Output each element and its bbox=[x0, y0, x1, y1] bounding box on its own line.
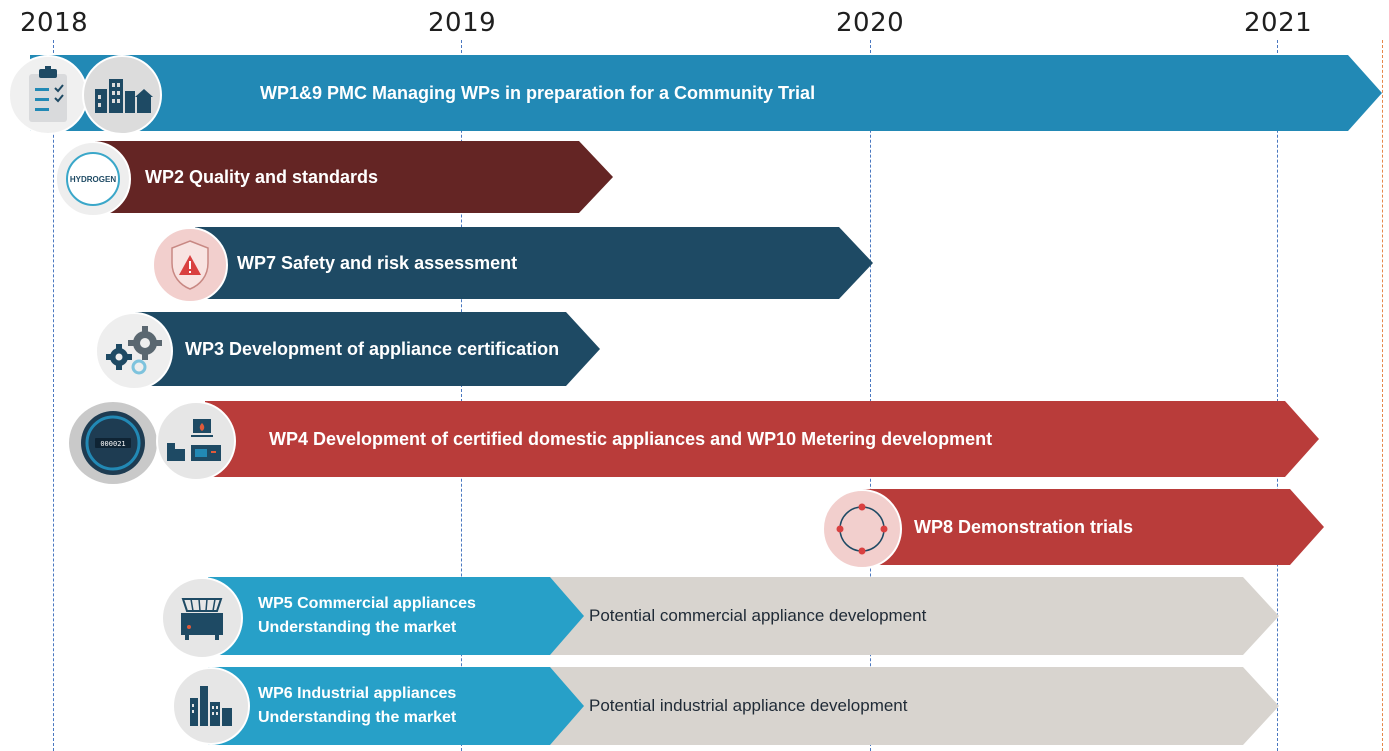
bar-wp5: WP5 Commercial appliances Understanding … bbox=[208, 577, 584, 655]
hydrogen-logo-text: HYDROGEN bbox=[70, 175, 116, 184]
gridline-2018 bbox=[53, 40, 54, 751]
bar-wp5-line2: Understanding the market bbox=[258, 619, 457, 636]
bar-wp3: WP3 Development of appliance certificati… bbox=[135, 312, 600, 386]
bar-wp4-wp10: WP4 Development of certified domestic ap… bbox=[205, 401, 1319, 477]
bar-wp6-potential: Potential industrial appliance developme… bbox=[545, 667, 1279, 745]
bar-wp5-potential: Potential commercial appliance developme… bbox=[545, 577, 1279, 655]
year-2020: 2020 bbox=[836, 8, 905, 38]
bar-wp5-line1: WP5 Commercial appliances bbox=[258, 595, 476, 612]
commercial-appliance-icon bbox=[161, 577, 243, 659]
gridline-end bbox=[1382, 40, 1383, 751]
clipboard-icon bbox=[8, 55, 88, 135]
factory-icon bbox=[172, 667, 250, 745]
demonstration-cycle-icon bbox=[822, 489, 902, 569]
bar-wp2: WP2 Quality and standards bbox=[95, 141, 613, 213]
bar-wp1-9-label: WP1&9 PMC Managing WPs in preparation fo… bbox=[260, 82, 816, 103]
meter-icon: 000021 bbox=[67, 400, 159, 486]
appliances-icon bbox=[156, 401, 236, 481]
bar-wp8: WP8 Demonstration trials bbox=[862, 489, 1324, 565]
year-2019: 2019 bbox=[428, 8, 497, 38]
meter-readout: 000021 bbox=[100, 440, 125, 448]
gridline-2020 bbox=[870, 40, 871, 751]
bar-wp3-label: WP3 Development of appliance certificati… bbox=[185, 338, 560, 359]
bar-wp6: WP6 Industrial appliances Understanding … bbox=[208, 667, 584, 745]
year-2018: 2018 bbox=[20, 8, 89, 38]
bar-wp7: WP7 Safety and risk assessment bbox=[195, 227, 873, 299]
bar-wp6-line2: Understanding the market bbox=[258, 709, 457, 726]
gridline-2021 bbox=[1277, 40, 1278, 751]
bar-wp6-line1: WP6 Industrial appliances bbox=[258, 685, 457, 702]
bar-wp2-label: WP2 Quality and standards bbox=[145, 166, 379, 187]
bar-wp1-9: WP1&9 PMC Managing WPs in preparation fo… bbox=[30, 55, 1382, 131]
bar-wp7-label: WP7 Safety and risk assessment bbox=[237, 252, 518, 273]
gridline-2019 bbox=[461, 40, 462, 751]
bar-wp5-potential-label: Potential commercial appliance developme… bbox=[589, 606, 927, 625]
shield-warning-icon bbox=[152, 227, 228, 303]
year-2021: 2021 bbox=[1244, 8, 1313, 38]
bar-wp8-label: WP8 Demonstration trials bbox=[914, 516, 1134, 537]
bar-wp4-wp10-label: WP4 Development of certified domestic ap… bbox=[269, 428, 993, 449]
bar-wp6-potential-label: Potential industrial appliance developme… bbox=[589, 696, 908, 715]
buildings-icon bbox=[82, 55, 162, 135]
hydrogen-logo-icon: HYDROGEN bbox=[55, 141, 131, 217]
gears-icon bbox=[95, 312, 173, 390]
